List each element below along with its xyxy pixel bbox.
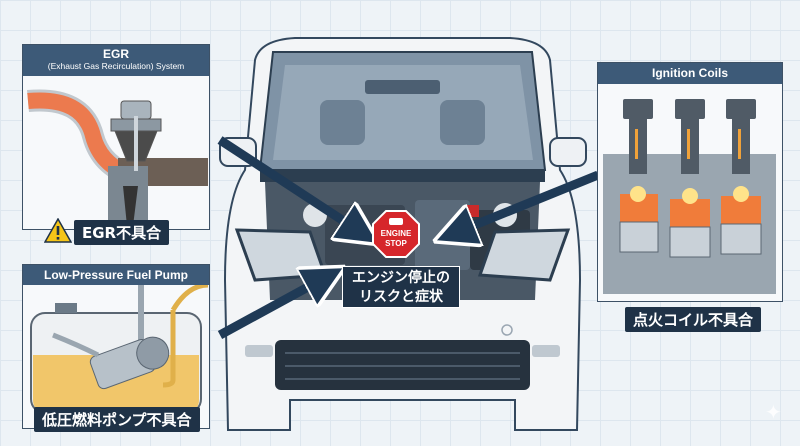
engine-icon bbox=[389, 218, 403, 225]
fuel-pump-title: Low-Pressure Fuel Pump bbox=[23, 265, 209, 285]
ignition-coils-panel: Ignition Coils bbox=[597, 62, 783, 302]
engine-stop-sign: ENGINE STOP bbox=[372, 210, 420, 258]
sign-text-engine: ENGINE bbox=[380, 229, 412, 238]
egr-subtitle: (Exhaust Gas Recirculation) System bbox=[47, 61, 185, 71]
sign-text-stop: STOP bbox=[385, 239, 407, 248]
caption-line-1: エンジン停止の bbox=[352, 270, 450, 286]
ignition-illustration bbox=[603, 99, 776, 294]
fuel-pump-panel: Low-Pressure Fuel Pump bbox=[22, 264, 210, 429]
ignition-fault-label: 点火コイル不具合 bbox=[625, 307, 762, 332]
egr-panel: EGR (Exhaust Gas Recirculation) System bbox=[22, 44, 210, 230]
fuel-pump-fault-label: 低圧燃料ポンプ不具合 bbox=[34, 407, 200, 432]
ignition-title: Ignition Coils bbox=[598, 63, 782, 84]
egr-panel-header: EGR (Exhaust Gas Recirculation) System bbox=[23, 45, 209, 76]
sparkle-icon: ✦ bbox=[765, 402, 782, 424]
warning-triangle-icon bbox=[44, 218, 72, 243]
egr-title: EGR bbox=[102, 47, 129, 61]
center-caption: エンジン停止の リスクと症状 bbox=[342, 266, 460, 308]
fuel-pump-illustration bbox=[30, 285, 208, 414]
caption-line-2: リスクと症状 bbox=[359, 289, 443, 305]
egr-fault-label: EGR不具合 bbox=[74, 220, 170, 245]
egr-valve-illustration bbox=[27, 89, 208, 226]
